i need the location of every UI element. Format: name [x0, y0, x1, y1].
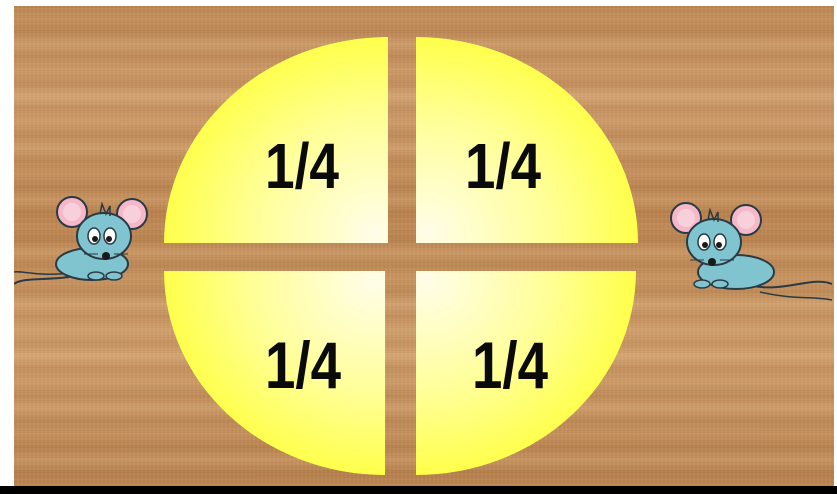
- fraction-label: 1/4: [265, 328, 341, 402]
- fraction-label: 1/4: [472, 328, 548, 402]
- fraction-label: 1/4: [265, 130, 339, 202]
- mouse-right-icon: [664, 196, 834, 314]
- mouse-left-icon: [14, 192, 154, 302]
- quarter-piece-bottom-right[interactable]: 1/4: [416, 271, 636, 475]
- quarter-piece-top-left[interactable]: 1/4: [164, 37, 388, 243]
- quarter-piece-bottom-left[interactable]: 1/4: [164, 271, 385, 475]
- bottom-border: [0, 486, 837, 494]
- quarter-piece-top-right[interactable]: 1/4: [416, 37, 638, 243]
- fraction-label: 1/4: [465, 130, 541, 202]
